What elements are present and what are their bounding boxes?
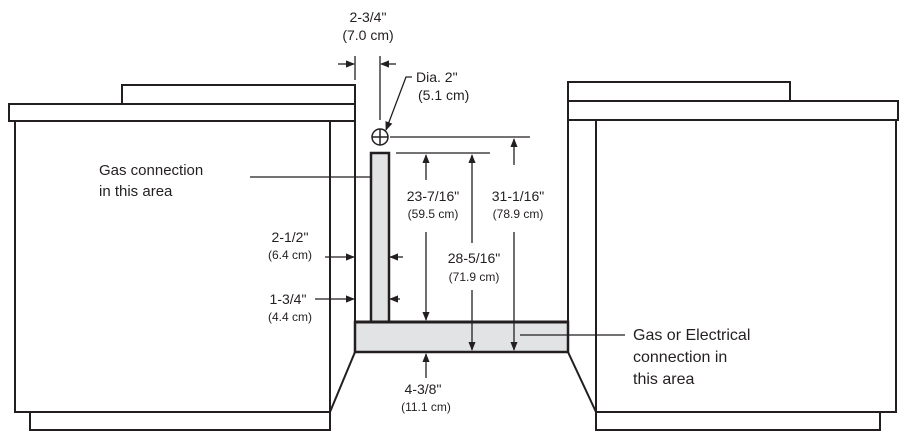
strip-height-metric: (59.5 cm) <box>408 207 459 221</box>
right-cabinet-toekick <box>595 411 881 431</box>
diameter-imperial: Dia. 2" <box>416 69 458 85</box>
diameter-leader <box>385 76 412 131</box>
channel-height-imperial: 28-5/16" <box>448 250 500 266</box>
left-cabinet-toekick <box>29 411 331 431</box>
gas-strip <box>369 151 391 324</box>
right-cabinet-side <box>567 119 597 413</box>
channel-height-metric: (71.9 cm) <box>449 270 500 284</box>
strip-width-imperial: 1-3/4" <box>270 291 307 307</box>
hole-height-metric: (78.9 cm) <box>493 207 544 221</box>
strip-width-metric: (4.4 cm) <box>268 310 312 324</box>
right-cabinet <box>567 81 899 431</box>
gas-elec-label-3: this area <box>633 371 694 388</box>
right-cabinet-top-ledge <box>567 81 791 102</box>
pipe-hole <box>371 128 389 146</box>
strip-height-imperial: 23-7/16" <box>407 188 459 204</box>
left-cabinet <box>8 84 356 431</box>
gas-area-label-2: in this area <box>99 183 173 200</box>
channel-depth-imperial: 4-3/8" <box>405 381 442 397</box>
left-cabinet-top-ledge <box>121 84 356 105</box>
diameter-metric: (5.1 cm) <box>418 87 469 103</box>
gas-area-label-1: Gas connection <box>99 162 203 179</box>
hole-height-imperial: 31-1/16" <box>492 188 544 204</box>
dimension-lines <box>250 56 625 378</box>
left-cabinet-countertop <box>8 103 356 122</box>
bottom-channel <box>353 320 570 354</box>
strip-offset-metric: (6.4 cm) <box>268 248 312 262</box>
strip-offset-imperial: 2-1/2" <box>272 229 309 245</box>
right-cabinet-countertop <box>567 100 899 121</box>
labels: Gas connection in this area Gas or Elect… <box>99 9 750 414</box>
top-gap-imperial: 2-3/4" <box>350 9 387 25</box>
top-gap-metric: (7.0 cm) <box>342 27 393 43</box>
right-cabinet-front <box>595 119 897 413</box>
connection-areas <box>353 151 570 354</box>
gas-elec-label-1: Gas or Electrical <box>633 327 750 344</box>
channel-depth-metric: (11.1 cm) <box>401 400 451 414</box>
left-cabinet-side <box>329 120 356 413</box>
gas-elec-label-2: connection in <box>633 349 727 366</box>
